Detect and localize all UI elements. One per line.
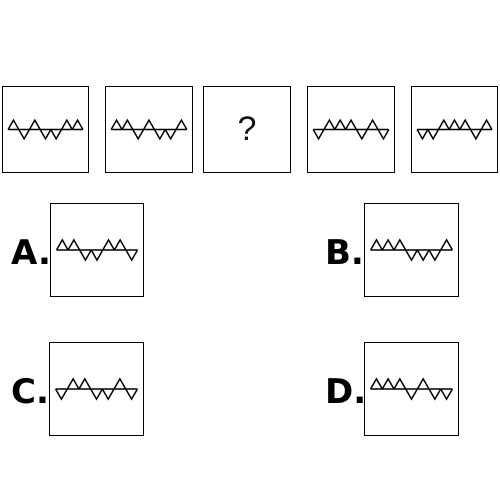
triangle-up-1 [369, 238, 383, 251]
triangle-up-6 [366, 118, 379, 130]
triangle-down-6 [164, 129, 177, 141]
triangle-down-1 [54, 388, 68, 401]
sequence-box-3-unknown: ? [203, 86, 291, 173]
triangle-down-4 [90, 388, 103, 401]
option-b-label: B. [325, 233, 364, 273]
option-c-box[interactable] [49, 342, 144, 436]
triangle-down-7 [125, 388, 139, 401]
triangle-up-7 [175, 118, 188, 130]
triangle-down-4 [405, 388, 418, 401]
triangle-down-4 [405, 249, 418, 262]
triangle-down-6 [428, 249, 442, 262]
triangle-up-4 [344, 118, 358, 130]
triangle-up-6 [113, 377, 127, 390]
triangle-down-5 [101, 388, 115, 401]
triangle-down-7 [125, 249, 139, 262]
triangle-up-7 [71, 118, 84, 130]
triangle-down-6 [428, 388, 442, 401]
triangle-down-7 [377, 129, 390, 141]
triangle-up-2 [67, 238, 81, 251]
triangle-up-1 [55, 238, 69, 251]
triangle-up-3 [393, 238, 407, 251]
triangle-down-1 [312, 129, 325, 141]
option-d-label: D. [325, 372, 367, 412]
triangle-down-2 [427, 129, 440, 141]
triangle-up-3 [28, 118, 41, 130]
triangle-down-2 [18, 129, 31, 141]
sequence-box-4 [307, 86, 395, 173]
sequence-box-5-zigzag [416, 118, 493, 141]
triangle-up-7 [440, 238, 454, 251]
triangle-up-3 [437, 118, 450, 130]
triangle-up-1 [7, 118, 20, 130]
triangle-up-1 [369, 377, 383, 390]
triangle-down-6 [469, 129, 482, 141]
triangle-down-4 [39, 129, 52, 141]
triangle-down-3 [79, 249, 92, 262]
triangle-down-5 [153, 129, 166, 141]
triangle-down-3 [132, 129, 145, 141]
triangle-up-2 [121, 118, 134, 130]
triangle-down-5 [50, 129, 63, 141]
triangle-up-3 [78, 377, 92, 390]
triangle-up-5 [416, 377, 430, 390]
triangle-down-5 [355, 129, 368, 141]
sequence-box-1-zigzag [7, 118, 84, 141]
triangle-down-4 [90, 249, 104, 262]
triangle-down-7 [440, 388, 454, 401]
option-c-zigzag [54, 377, 139, 401]
option-a-label: A. [11, 233, 51, 273]
triangle-up-5 [459, 118, 472, 130]
triangle-up-3 [334, 118, 347, 130]
option-a-zigzag [55, 238, 139, 262]
sequence-box-5 [411, 86, 498, 173]
triangle-up-6 [113, 238, 127, 251]
triangle-up-4 [142, 118, 156, 130]
triangle-up-2 [381, 238, 395, 251]
question-mark: ? [237, 110, 257, 148]
triangle-up-5 [102, 238, 115, 251]
triangle-up-2 [66, 377, 80, 390]
option-c-label: C. [11, 372, 49, 412]
triangle-up-7 [480, 118, 493, 130]
option-a-box[interactable] [50, 203, 144, 297]
triangle-up-2 [381, 377, 395, 390]
triangle-down-1 [416, 129, 429, 141]
triangle-up-3 [393, 377, 407, 390]
triangle-up-2 [323, 118, 336, 130]
sequence-box-1 [2, 86, 89, 173]
option-d-zigzag [369, 377, 454, 401]
sequence-box-2-zigzag [110, 118, 188, 141]
option-d-box[interactable] [364, 342, 459, 436]
triangle-up-1 [110, 118, 123, 130]
option-b-box[interactable] [364, 203, 459, 297]
sequence-box-4-zigzag [312, 118, 390, 141]
triangle-down-5 [416, 249, 430, 262]
option-b-zigzag [369, 238, 454, 262]
sequence-box-2 [105, 86, 193, 173]
triangle-up-4 [448, 118, 461, 130]
triangle-up-6 [60, 118, 73, 130]
